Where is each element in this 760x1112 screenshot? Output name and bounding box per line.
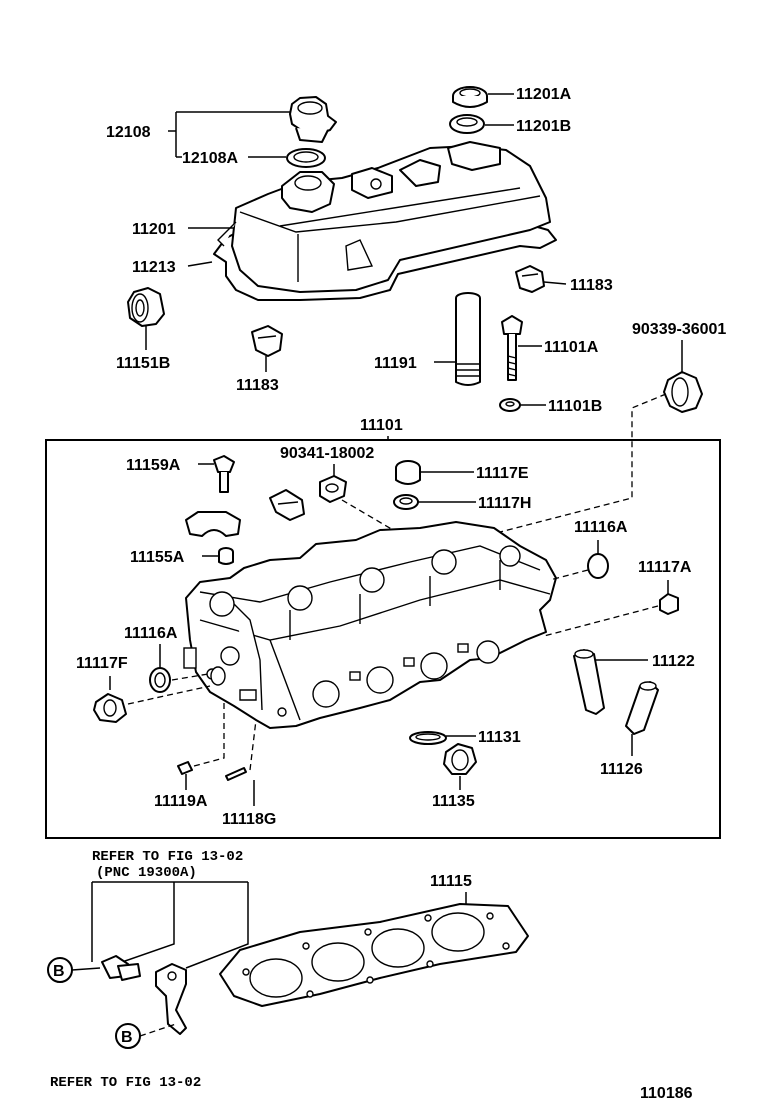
label-11116a-right: 11116A (574, 519, 628, 536)
oil-filler-cap (289, 96, 337, 143)
label-11126: 11126 (600, 761, 643, 778)
label-11151b: 11151B (116, 355, 170, 372)
leader-12108 (168, 111, 290, 158)
assembly-frame (45, 439, 721, 839)
label-11213: 11213 (132, 259, 176, 276)
straight-screw-plug (319, 475, 347, 503)
dashed-90339-to-head (499, 393, 667, 533)
svg-text:B: B (53, 963, 65, 980)
label-11115: 11115 (430, 873, 472, 890)
label-11117h: 11117H (478, 495, 531, 512)
gasket-11135 (443, 743, 477, 775)
camshaft-oil-seal (127, 287, 165, 327)
leader-11183-right (543, 281, 567, 285)
head-bolt (501, 315, 523, 381)
label-11201a: 11201A (516, 86, 572, 103)
dashed-b2 (139, 1023, 177, 1037)
cylinder-head-gasket (219, 903, 529, 1007)
cover-grommet-a (452, 86, 488, 108)
label-11101: 11101 (360, 417, 403, 434)
reference-top-line2: (PNC 19300A) (96, 865, 197, 881)
cover-grommet-b (449, 114, 485, 134)
plug-e (395, 460, 421, 485)
cylinder-head (185, 521, 557, 729)
dashed-11116a-right (549, 569, 589, 581)
label-11155a: 11155A (130, 549, 185, 566)
reference-bottom: REFER TO FIG 13-02 (50, 1075, 201, 1091)
label-11117f: 11117F (76, 655, 128, 672)
label-11131: 11131 (478, 729, 521, 746)
marker-b1: B (47, 957, 73, 983)
reference-top-line1: REFER TO FIG 13-02 (92, 849, 243, 865)
valve-lifter-parts (101, 955, 187, 1035)
label-11135: 11135 (432, 793, 475, 810)
stud-bolt (213, 455, 235, 493)
diagram-number: 110186 (640, 1085, 693, 1102)
pin-11155a (218, 547, 234, 565)
label-11183-right: 11183 (570, 277, 613, 294)
marker-b2: B (115, 1023, 141, 1049)
gasket-11131 (409, 731, 447, 745)
valve-guide-exhaust (625, 681, 659, 735)
dashed-11119a (193, 700, 225, 767)
plug-a (659, 593, 679, 615)
leader-b1 (71, 967, 101, 971)
leader-11213 (187, 261, 213, 267)
label-11101b: 11101B (548, 398, 602, 415)
label-12108: 12108 (106, 124, 151, 141)
cam-cap-seal-right (515, 265, 545, 293)
straight-pin-11119a (177, 761, 193, 775)
cup-plug-right (587, 553, 609, 579)
label-11119a: 11119A (154, 793, 208, 810)
spark-plug-tube (455, 292, 481, 386)
cam-cap-seal-left (251, 325, 283, 357)
svg-text:B: B (121, 1029, 133, 1046)
dashed-11118g (249, 719, 257, 771)
label-11183-left: 11183 (236, 377, 279, 394)
bearing-cap-large (185, 511, 241, 537)
valve-guide-bushing (573, 649, 605, 715)
label-11116a-left: 11116A (124, 625, 178, 642)
label-11159a: 11159A (126, 457, 181, 474)
cylinder-head-cover (217, 141, 551, 293)
label-11117e: 11117E (476, 465, 529, 482)
label-11201b: 11201B (516, 118, 571, 135)
label-11117a: 11117A (638, 559, 692, 576)
reference-bracket (91, 881, 249, 969)
dashed-11117a (543, 605, 659, 637)
oil-filler-cap-gasket (286, 148, 326, 168)
plug-gasket-h (393, 494, 419, 510)
label-11122: 11122 (652, 653, 695, 670)
side-bore-plug (183, 647, 226, 686)
label-11101a: 11101A (544, 339, 599, 356)
label-11201: 11201 (132, 221, 176, 238)
head-bolt-washer (499, 398, 521, 412)
label-11191: 11191 (374, 355, 417, 372)
label-90339: 90339-36001 (632, 321, 726, 338)
camshaft-seal-ring (663, 371, 703, 413)
label-90341: 90341-18002 (280, 445, 374, 462)
cup-plug-left (149, 667, 171, 693)
label-12108a: 12108A (182, 150, 238, 167)
label-11118g: 11118G (222, 811, 276, 828)
bearing-cap-small (269, 489, 305, 521)
plug-f (93, 693, 127, 723)
dashed-90341 (341, 499, 401, 535)
straight-pin-11118g (225, 767, 247, 781)
